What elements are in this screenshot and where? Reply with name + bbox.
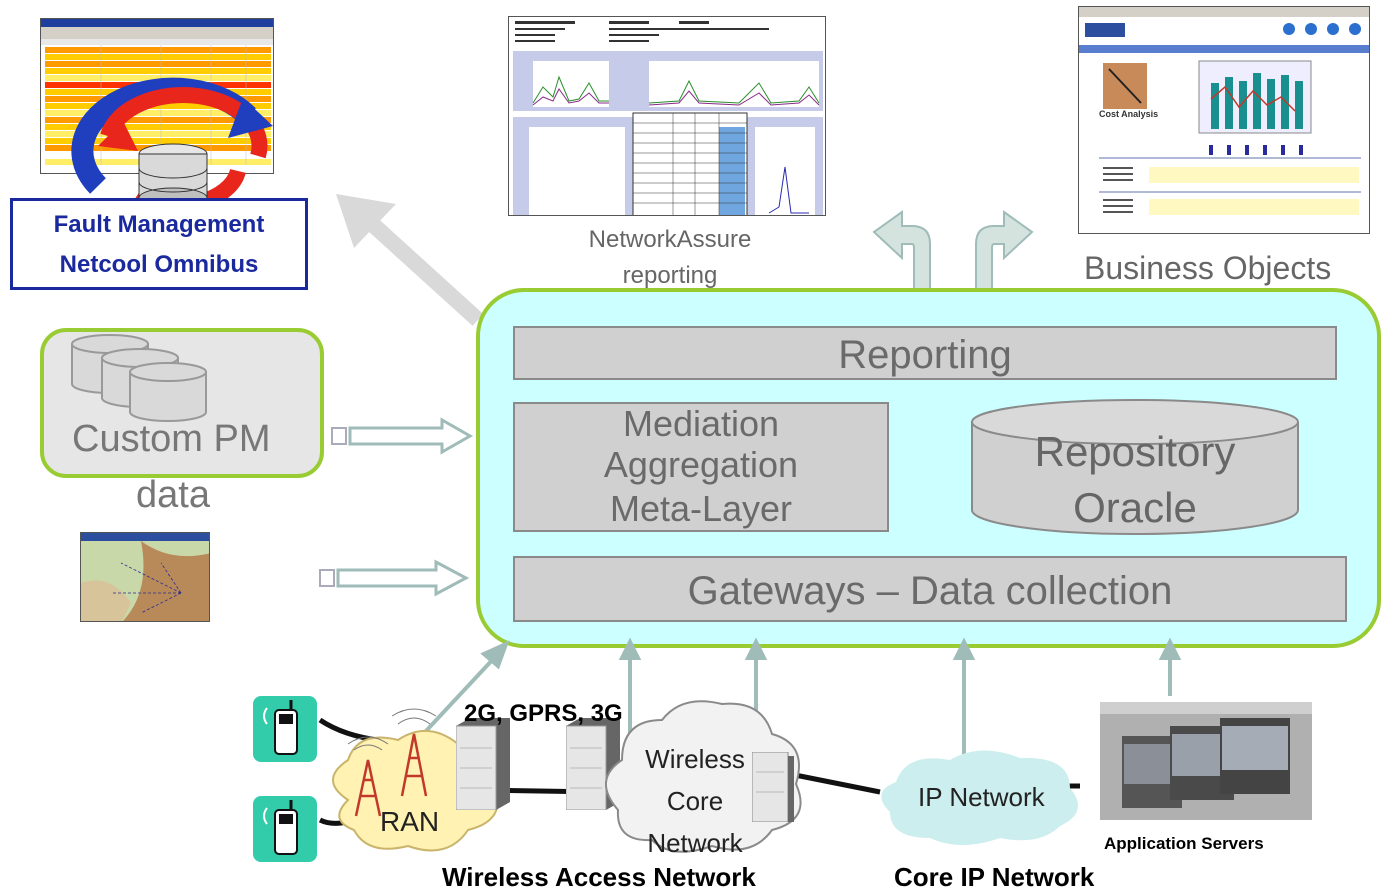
mediation-label: Mediation — [622, 403, 780, 444]
application-servers-image — [1100, 702, 1312, 820]
core-edge-server-icon — [752, 752, 794, 822]
reporting-label: Reporting — [838, 333, 1012, 377]
gateways-label: Gateways – Data collection — [687, 569, 1173, 613]
business-objects-label: Business Objects — [1084, 250, 1332, 286]
networkassure-screenshot — [508, 16, 826, 216]
mobile-phone-icon — [253, 796, 317, 862]
fault-management-subtitle: Netcool Omnibus — [59, 251, 259, 278]
networkassure-label-line2: reporting — [622, 262, 718, 289]
wireless-core-label-1: Wireless — [645, 744, 745, 774]
repository-cylinder — [971, 399, 1299, 535]
gateways-layer: Gateways – Data collection — [513, 556, 1347, 622]
application-servers-label: Application Servers — [1104, 834, 1264, 853]
fault-management-title: Fault Management — [53, 211, 265, 238]
aggregation-label: Aggregation — [603, 444, 799, 485]
access-server-icon — [456, 718, 510, 810]
custom-pm-input-arrow — [331, 417, 474, 455]
repository-label: Repository — [1034, 428, 1236, 475]
map-screenshot — [80, 532, 210, 622]
core-ip-network-label: Core IP Network — [894, 862, 1095, 892]
custom-pm-label-data: data — [136, 474, 210, 516]
networkassure-label-line1: NetworkAssure — [588, 226, 752, 253]
fault-management-box: Fault Management Netcool Omnibus — [10, 198, 308, 290]
sync-database-icon — [71, 77, 273, 202]
mediation-layer: Mediation Aggregation Meta-Layer — [513, 402, 889, 532]
map-input-arrow — [319, 559, 470, 597]
ran-label: RAN — [380, 806, 440, 837]
ip-network-cloud — [881, 750, 1078, 845]
network-map-image — [81, 533, 209, 621]
custom-pm-label: Custom PM — [72, 418, 271, 460]
networkassure-report-image — [513, 21, 823, 215]
meta-layer-label: Meta-Layer — [609, 488, 793, 529]
business-objects-report-title: Cost Analysis — [1099, 109, 1159, 119]
reporting-output-arrows — [872, 210, 1034, 305]
business-objects-screenshot: Cost Analysis — [1078, 6, 1370, 234]
wireless-access-network-label: Wireless Access Network — [442, 862, 756, 892]
ip-network-label: IP Network — [918, 782, 1045, 812]
mobile-phone-icon — [253, 696, 317, 762]
business-objects-report-image — [1079, 7, 1369, 215]
wireless-core-label-2: Core — [666, 786, 724, 816]
custom-pm-database-icon — [71, 334, 207, 422]
oracle-label: Oracle — [1073, 484, 1197, 531]
wireless-core-label-3: Network — [647, 828, 743, 858]
tech-label: 2G, GPRS, 3G — [464, 700, 623, 727]
fault-arrow — [336, 194, 484, 326]
reporting-layer: Reporting — [513, 326, 1337, 380]
